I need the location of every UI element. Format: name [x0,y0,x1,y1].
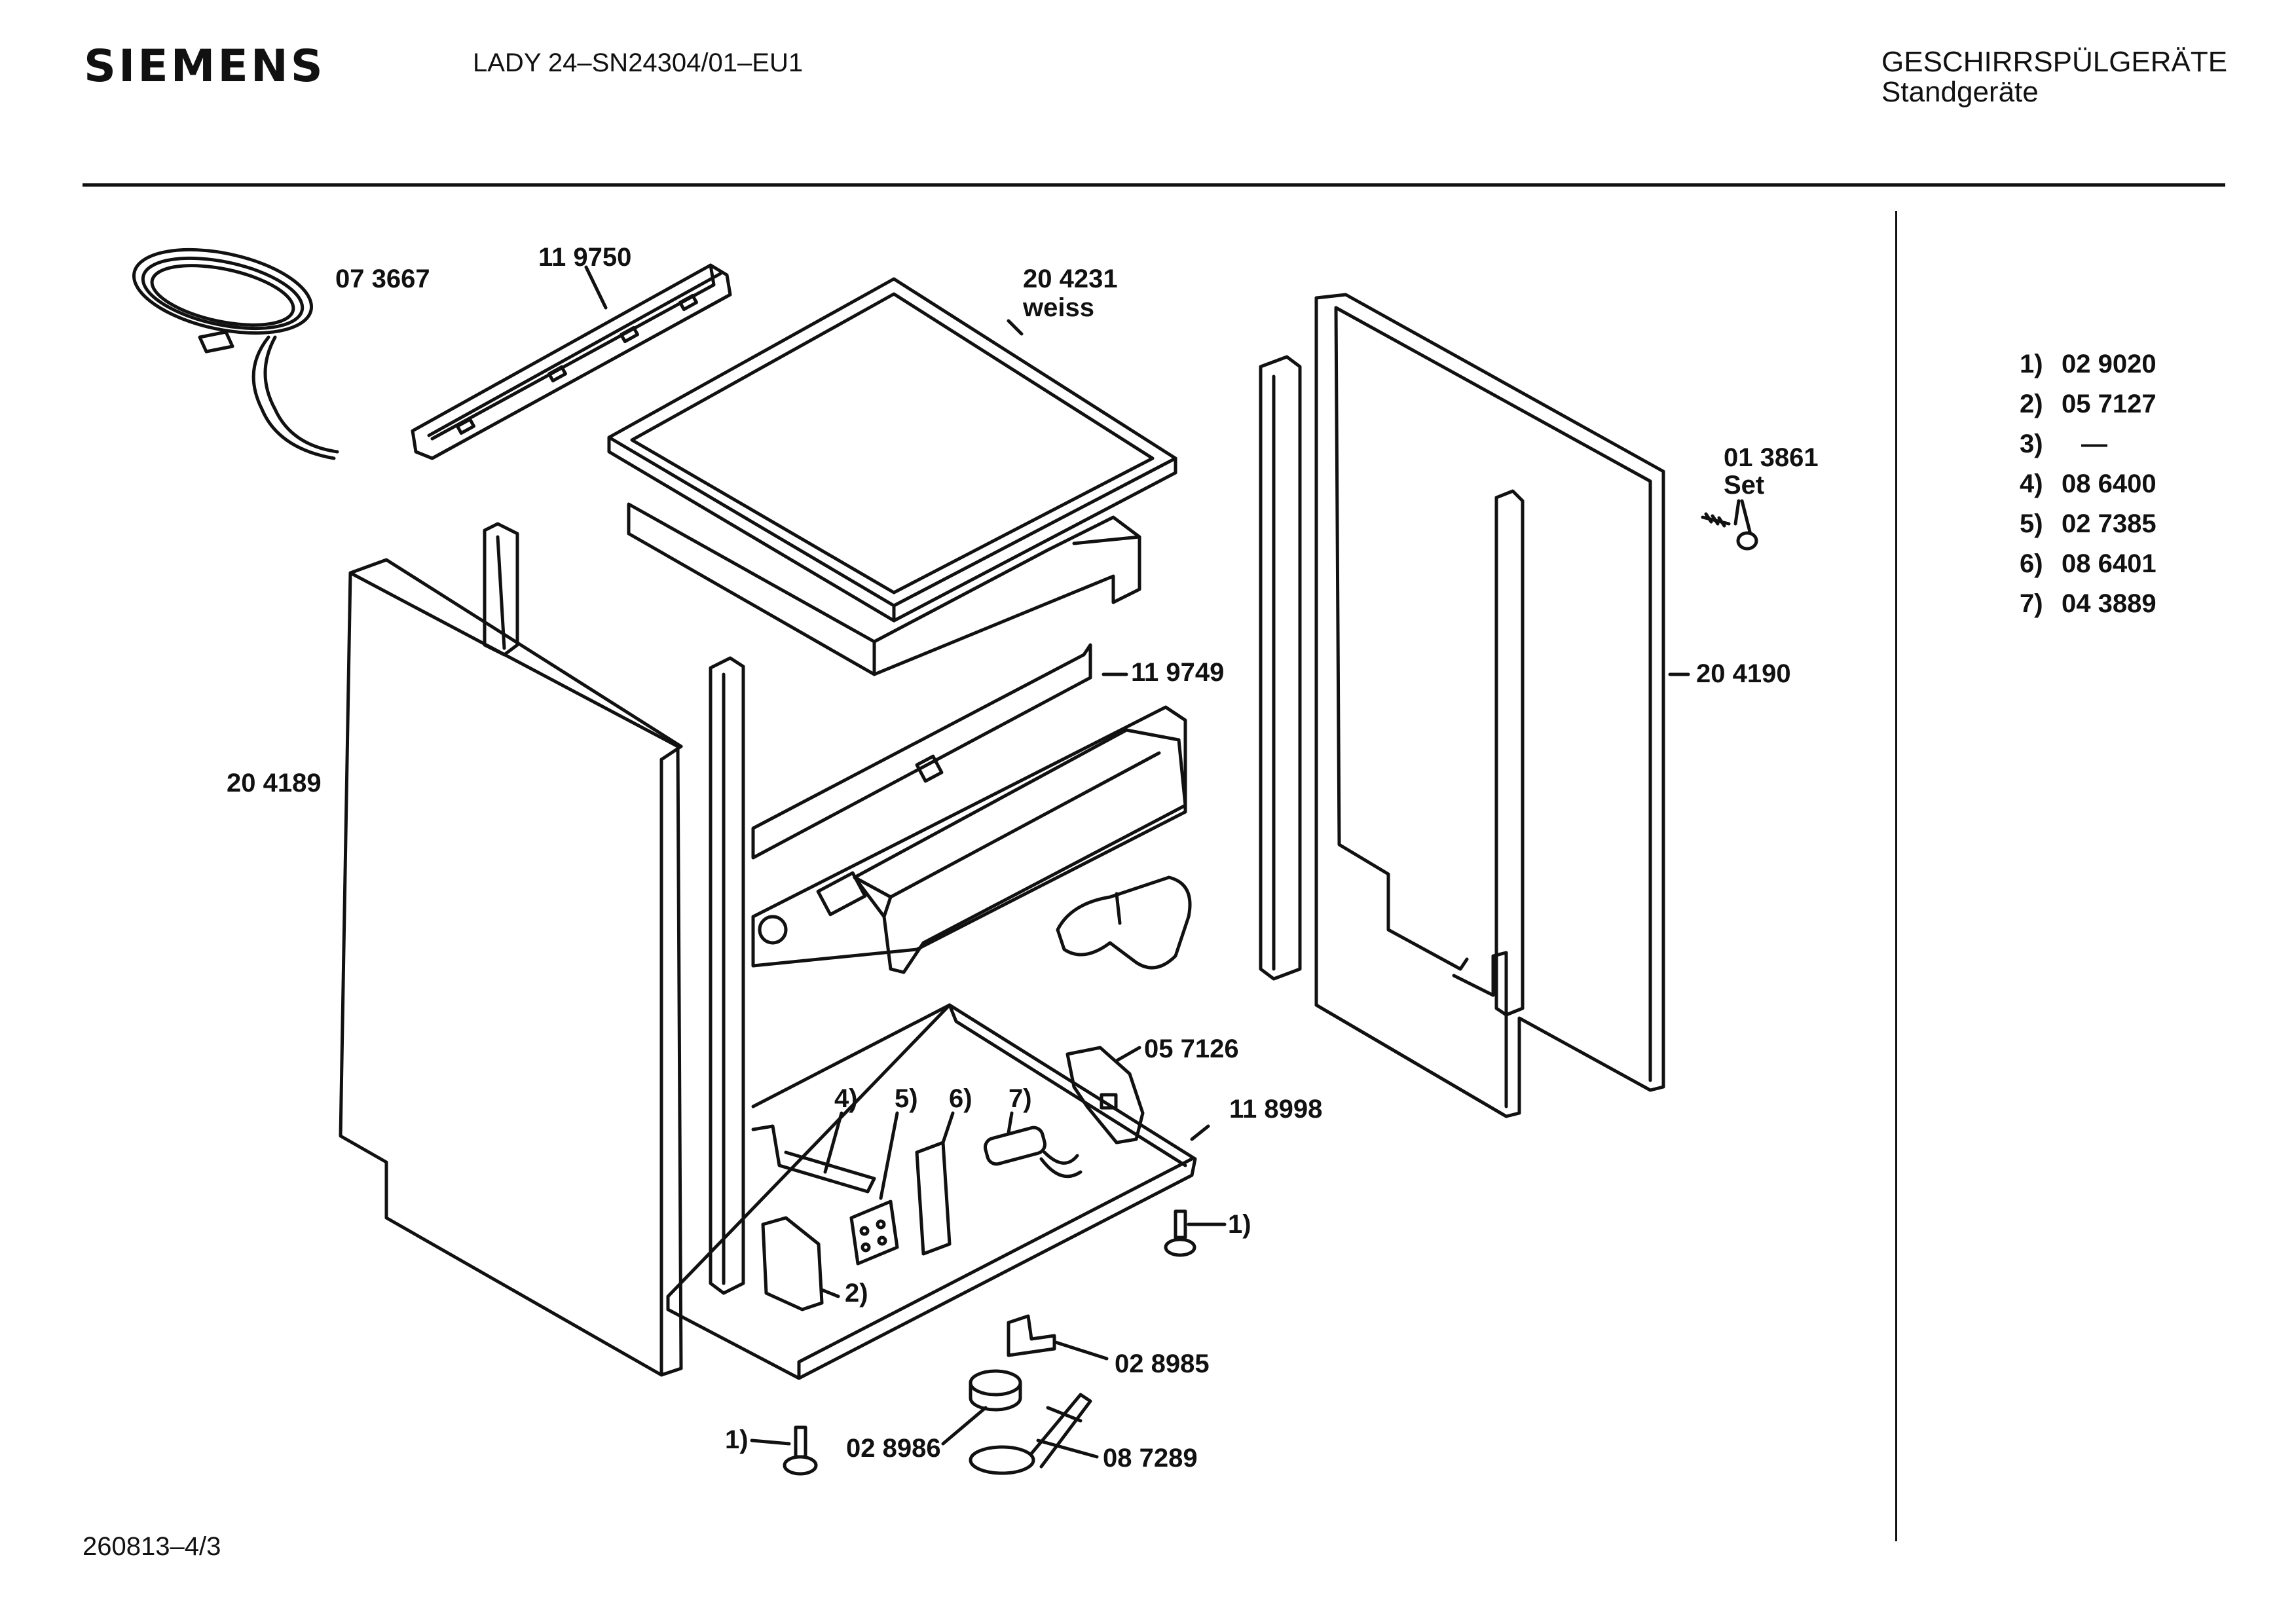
leader-cap [941,1406,988,1446]
leader-5 [879,1111,899,1200]
legend-row: 4) 08 6400 [2020,469,2157,509]
drawing-number: 260813–4/3 [83,1532,221,1561]
legend-value: 02 7385 [2062,509,2157,538]
callout-2: 2) [845,1279,868,1308]
legend-value: 05 7127 [2062,390,2157,418]
left-vertical-strip [483,522,519,657]
label-screw-set: 01 3861 [1724,443,1819,472]
legend-key: 5) [2020,509,2043,538]
leader-2 [820,1288,840,1298]
legend-value: 08 6401 [2062,549,2157,578]
leader-screw-set-a [1733,499,1741,526]
category-subtitle: Standgeräte [1881,76,2039,108]
legend-value: 02 9020 [2062,350,2157,378]
adjustable-foot-bottom [783,1425,818,1476]
leader-rail [584,265,608,310]
category-title: GESCHIRRSPÜLGERÄTE [1881,46,2228,78]
right-side-frame [1314,293,1665,1118]
left-side-panel [339,558,683,1377]
label-bracket: 05 7126 [1144,1035,1239,1063]
legend-key: 4) [2020,469,2043,498]
label-lever: 02 8985 [1115,1349,1210,1378]
label-front-frame: 11 9749 [1131,658,1225,687]
rail-part [411,263,732,460]
label-left-panel: 20 4189 [227,769,322,797]
legend-row: 6) 08 6401 [2020,549,2157,589]
label-base-plate: 11 8998 [1229,1095,1323,1124]
legend-key: 1) [2020,350,2043,378]
bracket-part [1065,1046,1145,1145]
callout-5: 5) [895,1084,918,1113]
plate-part-6 [915,1141,952,1256]
leader-4 [823,1111,843,1174]
callout-1-bottom: 1) [725,1425,749,1454]
front-upright [709,656,745,1295]
legend-row: 3) — [2020,430,2157,469]
power-cable [132,247,339,460]
adjustable-foot-right [1164,1209,1196,1257]
leader-6 [941,1111,955,1145]
leader-float [1036,1438,1099,1459]
label-right-panel: 20 4190 [1696,659,1791,688]
front-frame [751,643,1187,968]
right-upright-strip-front [1494,489,1525,1017]
legend-key: 7) [2020,589,2043,618]
legend-row: 7) 04 3889 [2020,589,2157,629]
leader-base-plate [1190,1124,1210,1141]
clip-part-4 [751,1124,876,1194]
base-plate [666,1003,1197,1380]
terminal-block-5 [849,1200,899,1266]
float-cap [969,1369,1022,1412]
legend-value: 04 3889 [2062,589,2157,618]
legend-row: 1) 02 9020 [2020,350,2157,390]
label-cap: 02 8986 [846,1434,941,1463]
legend-key: 6) [2020,549,2043,578]
callout-4: 4) [834,1084,858,1113]
legend-value: — [2081,430,2107,458]
float-part [969,1393,1092,1475]
top-cover [607,277,1177,623]
leader-top-cover [1007,319,1024,336]
leader-7 [1007,1111,1014,1135]
callout-1-right: 1) [1228,1210,1251,1239]
bracket-part-2 [761,1216,824,1311]
leader-screw-set-b [1740,499,1752,534]
model-number: LADY 24–SN24304/01–EU1 [473,48,804,77]
callout-7: 7) [1009,1084,1032,1113]
screw-set [1701,512,1758,551]
hose-connector [1056,875,1192,970]
header-divider [83,183,2225,187]
legend-key: 3) [2020,430,2043,458]
leader-lever [1054,1340,1109,1361]
leader-bracket [1115,1046,1141,1063]
label-float: 08 7289 [1103,1444,1198,1473]
label-screw-set-note: Set [1724,471,1765,500]
label-top-cover: 20 4231 [1023,265,1118,293]
legend-value: 08 6400 [2062,469,2157,498]
label-rail: 11 9750 [538,243,632,272]
legend-row: 2) 05 7127 [2020,390,2157,430]
capacitor-7 [984,1126,1083,1179]
label-cable: 07 3667 [335,265,430,293]
insulation-pad [627,502,1141,676]
brand-logo: SIEMENS [84,41,325,92]
label-top-cover-color: weiss [1023,293,1094,322]
legend-key: 2) [2020,390,2043,418]
right-upright-strip-rear [1259,355,1302,981]
duct-housing [853,728,1187,974]
legend-row: 5) 02 7385 [2020,509,2157,549]
lever-part [1007,1314,1056,1357]
parts-legend: 1) 02 9020 2) 05 7127 3) — 4) 08 6400 5) 02 7… [2020,350,2157,629]
leader-1-bottom [750,1438,791,1446]
callout-6: 6) [949,1084,972,1113]
legend-divider [1895,211,1897,1541]
